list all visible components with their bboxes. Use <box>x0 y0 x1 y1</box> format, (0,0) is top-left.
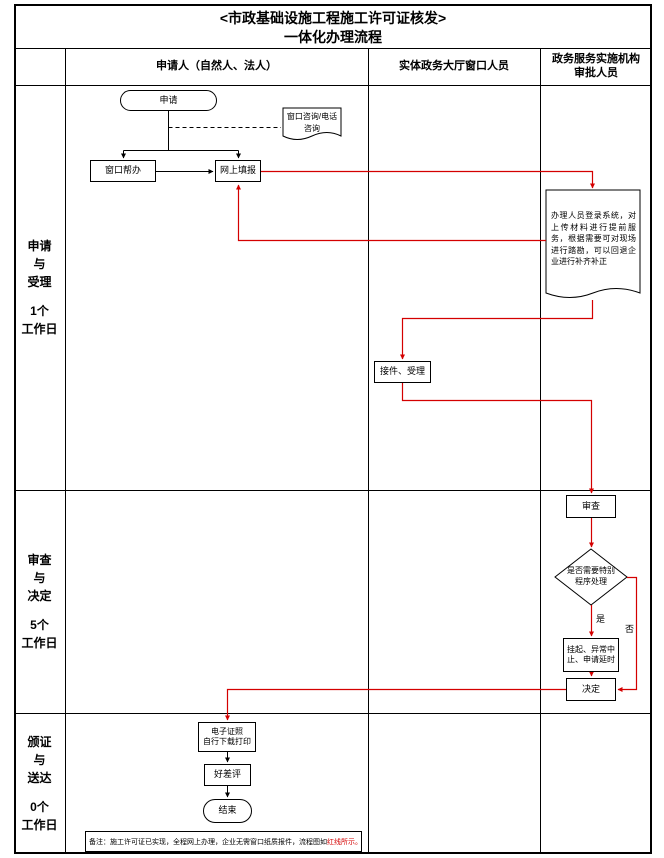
lane-header-hall-staff: 实体政务大厅窗口人员 <box>399 59 509 72</box>
row-divider-2 <box>14 713 652 714</box>
lane-header-applicant: 申请人（自然人、法人） <box>156 59 277 72</box>
lane-header-approver: 政务服务实施机构 审批人员 <box>552 52 640 79</box>
lane-divider-2 <box>540 48 541 854</box>
node-suspend: 挂起、异常中止、申请延时 <box>563 638 619 672</box>
node-review: 审查 <box>566 495 616 518</box>
node-preservice-doc: 办理人员登录系统，对上传材料进行提前服务，根据需要可对现场进行踏勘，可以回退企业… <box>551 211 636 267</box>
stage-name: 颁证 与 送达 <box>27 735 52 785</box>
node-accept: 接件、受理 <box>374 361 431 383</box>
stage-duration: 5个 工作日 <box>21 618 58 650</box>
node-special-check-diamond: 是否需要特别 程序处理 <box>567 566 615 586</box>
outer-border <box>14 4 652 854</box>
note: 备注：施工许可证已实现，全程网上办理，企业无需窗口纸质报件，流程图如红线所示。 <box>85 831 362 852</box>
node-rating: 好差评 <box>204 764 251 786</box>
flow-title-line2: 一体化办理流程 <box>284 29 382 45</box>
stage-name: 审查 与 决定 <box>27 553 52 603</box>
branch-label-no: 否 <box>625 624 635 634</box>
node-ecert: 电子证照 自行下载打印 <box>198 722 256 752</box>
note-red-text: 红线所示。 <box>327 838 362 846</box>
row-divider-1 <box>14 490 652 491</box>
stage-issuance-delivery: 颁证 与 送达 0个 工作日 <box>14 713 65 854</box>
node-decide: 决定 <box>566 678 616 701</box>
node-window-help: 窗口帮办 <box>90 160 156 182</box>
stage-duration: 1个 工作日 <box>21 304 58 336</box>
node-end: 结束 <box>203 799 252 823</box>
flow-title-line1: <市政基础设施工程施工许可证核发> <box>219 10 447 26</box>
stage-application-acceptance: 申请 与 受理 1个 工作日 <box>14 85 65 490</box>
stage-column-divider <box>65 48 66 854</box>
branch-label-yes: 是 <box>596 614 606 624</box>
stage-duration: 0个 工作日 <box>21 800 58 832</box>
stage-name: 申请 与 受理 <box>27 239 52 289</box>
node-start: 申请 <box>120 90 217 111</box>
note-text: 备注：施工许可证已实现，全程网上办理，企业无需窗口纸质报件，流程图如 <box>89 838 327 846</box>
node-online-fill: 网上填报 <box>215 160 261 182</box>
node-consult-doc: 窗口咨询/电话 咨询 <box>286 112 338 133</box>
header-divider <box>14 85 652 86</box>
lane-divider-1 <box>368 48 369 854</box>
title-divider <box>14 48 652 49</box>
stage-review-decision: 审查 与 决定 5个 工作日 <box>14 490 65 713</box>
